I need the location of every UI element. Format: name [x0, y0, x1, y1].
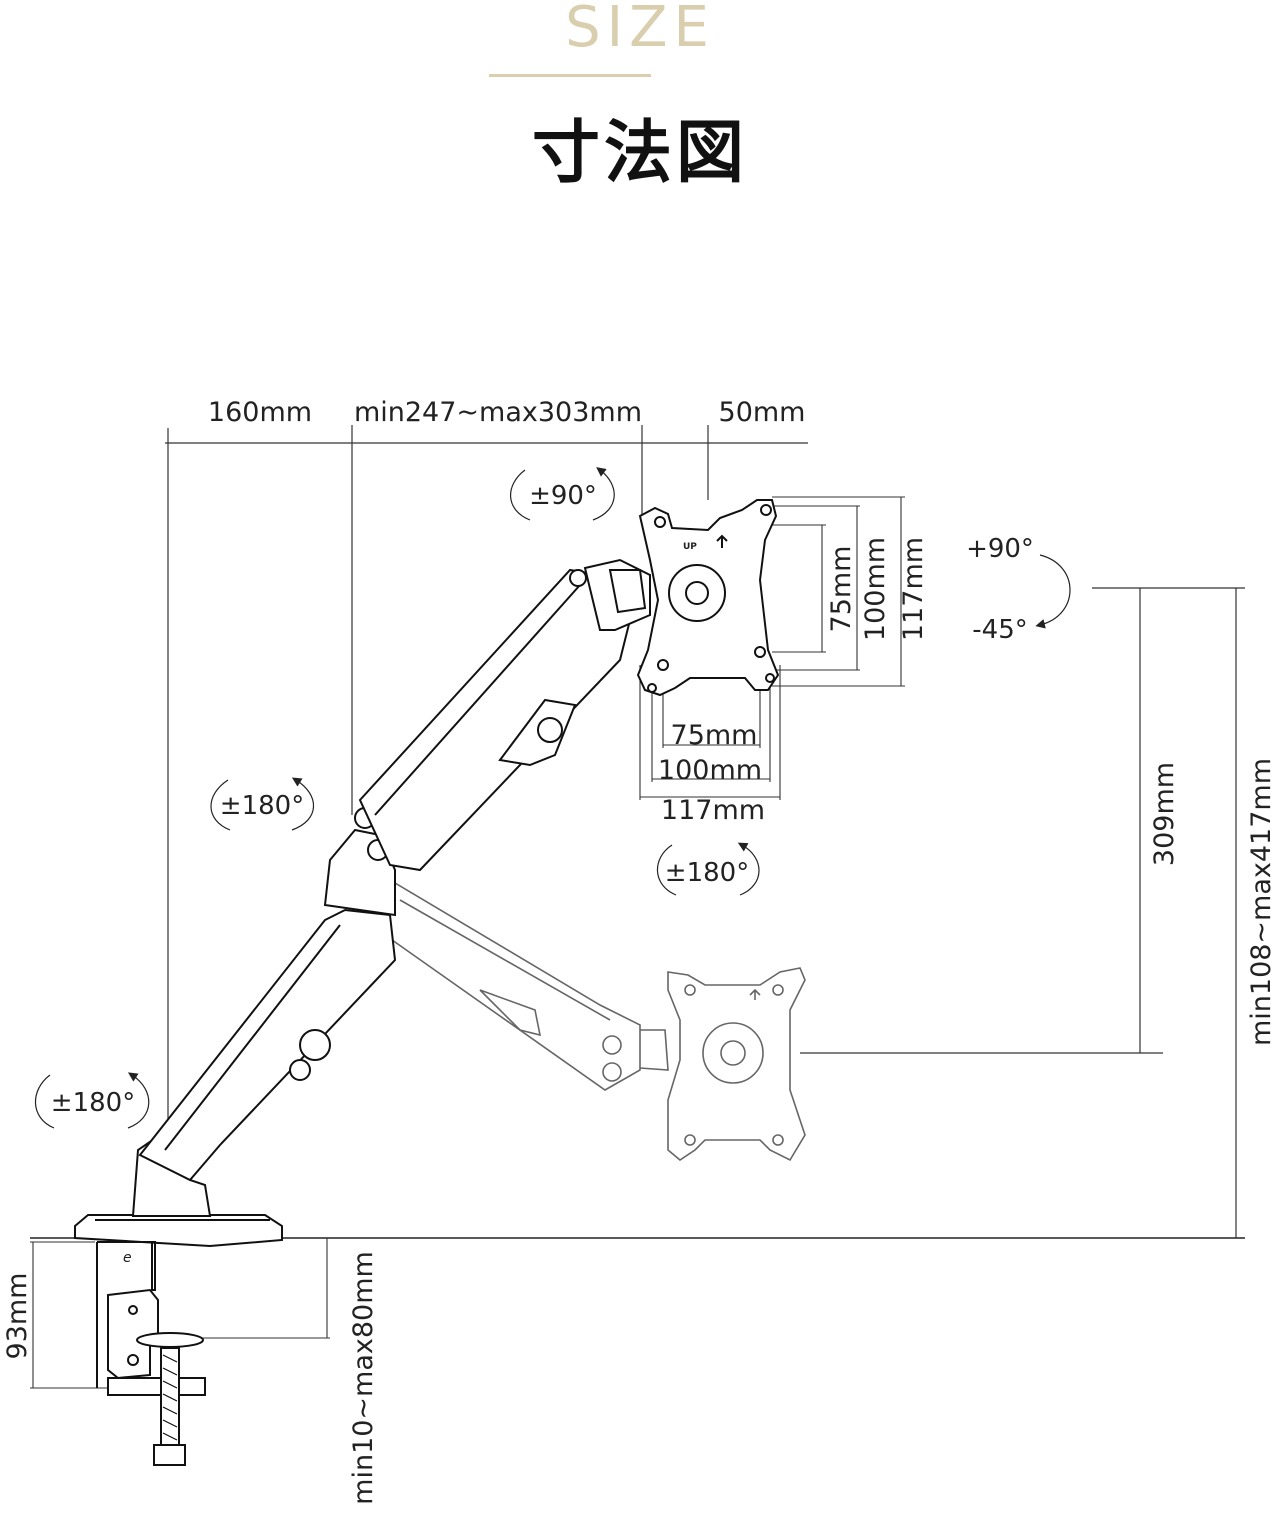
label-arm-length: min247~max303mm — [354, 397, 642, 428]
desk-clamp — [96, 1241, 206, 1466]
label-plate-117-horizontal: 117mm — [661, 795, 765, 826]
label-tilt-down: -45° — [972, 615, 1027, 645]
label-tilt-up: +90° — [966, 534, 1034, 564]
size-heading: SIZE — [565, 0, 715, 60]
arm-raised-position — [74, 558, 651, 1248]
label-head-swivel: ±90° — [529, 481, 597, 511]
label-total-height: min108~max417mm — [1246, 758, 1277, 1046]
label-vesa-75-horizontal: 75mm — [671, 720, 758, 751]
vesa-dimension-lines — [639, 496, 905, 800]
label-clamp-height: 93mm — [2, 1273, 33, 1360]
plate-up-mark: UP — [683, 542, 697, 552]
top-dimension-lines — [165, 425, 808, 1238]
heading-underline — [489, 74, 651, 77]
label-head-offset: 50mm — [719, 397, 806, 428]
page-title: 寸法図 — [531, 114, 748, 193]
label-base-offset: 160mm — [208, 397, 312, 428]
label-vesa-100-horizontal: 100mm — [658, 755, 762, 786]
label-arm-joint-rotation: ±180° — [220, 791, 304, 821]
label-vesa-100-vertical: 100mm — [860, 537, 891, 641]
height-dimension-lines — [800, 587, 1245, 1238]
label-base-swivel: ±180° — [51, 1088, 135, 1118]
clamp-mark: e — [123, 1250, 132, 1266]
vesa-plate-upper — [636, 499, 780, 697]
arm-lowered-position — [384, 879, 806, 1162]
label-vesa-75-vertical: 75mm — [826, 546, 857, 633]
label-desk-thickness: min10~max80mm — [348, 1251, 379, 1505]
label-head-rotation: ±180° — [665, 858, 749, 888]
rotation-arrows — [34, 467, 1071, 1129]
label-height-drop: 309mm — [1149, 762, 1180, 866]
label-plate-117-vertical: 117mm — [898, 537, 929, 641]
